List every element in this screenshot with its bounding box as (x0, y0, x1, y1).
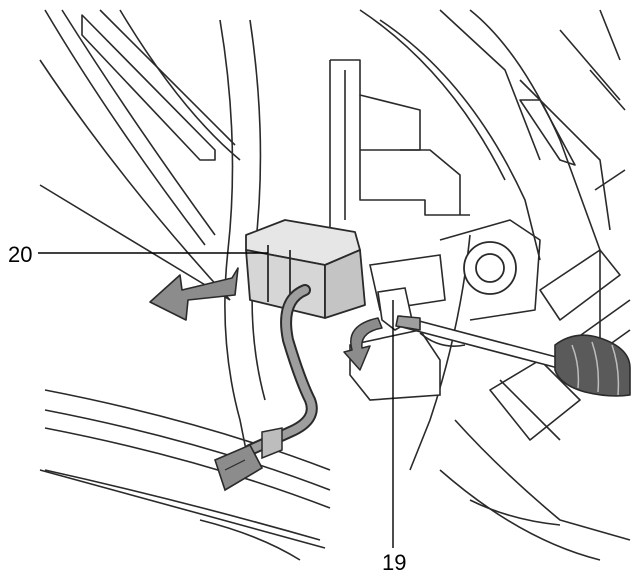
leader-lines (38, 252, 394, 548)
pull-direction-arrow (149, 267, 239, 321)
cable (214, 284, 318, 492)
connector-20 (245, 219, 366, 319)
callout-label-19: 19 (382, 550, 407, 575)
pivot-bolt (463, 241, 517, 295)
callout-label-20: 20 (8, 242, 33, 267)
screwdriver (395, 315, 631, 397)
housing-outline (39, 9, 631, 561)
rotate-direction-arrow (343, 317, 383, 371)
